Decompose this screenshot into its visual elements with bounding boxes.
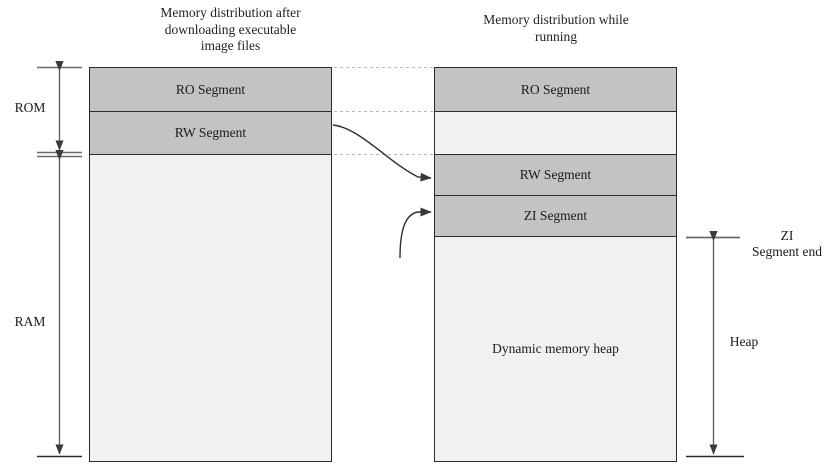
- zi-create-arrow: [399, 207, 432, 259]
- heap-measure-label: Heap: [729, 334, 759, 349]
- right-segment-ro: RO Segment: [434, 67, 677, 112]
- right-segment-heap: Dynamic memory heap: [434, 236, 677, 462]
- ram-measure-label: RAM: [14, 314, 46, 329]
- right-segment-gap: [434, 111, 677, 155]
- left-segment-rw: RW Segment: [89, 111, 332, 155]
- ram-measure-group: [37, 149, 82, 458]
- right-segment-rw: RW Segment: [434, 154, 677, 196]
- left-segment-ro: RO Segment: [89, 67, 332, 112]
- guide-line-group: [334, 67, 434, 155]
- zi-segment-end-label: ZI Segment end: [751, 228, 823, 259]
- left-panel-title: Memory distribution after downloading ex…: [160, 5, 301, 53]
- rom-measure-label: ROM: [14, 100, 46, 115]
- left-segment-free: [89, 154, 332, 462]
- right-panel-title: Memory distribution while running: [483, 12, 629, 44]
- rw-copy-arrow: [332, 124, 432, 182]
- right-segment-zi: ZI Segment: [434, 195, 677, 237]
